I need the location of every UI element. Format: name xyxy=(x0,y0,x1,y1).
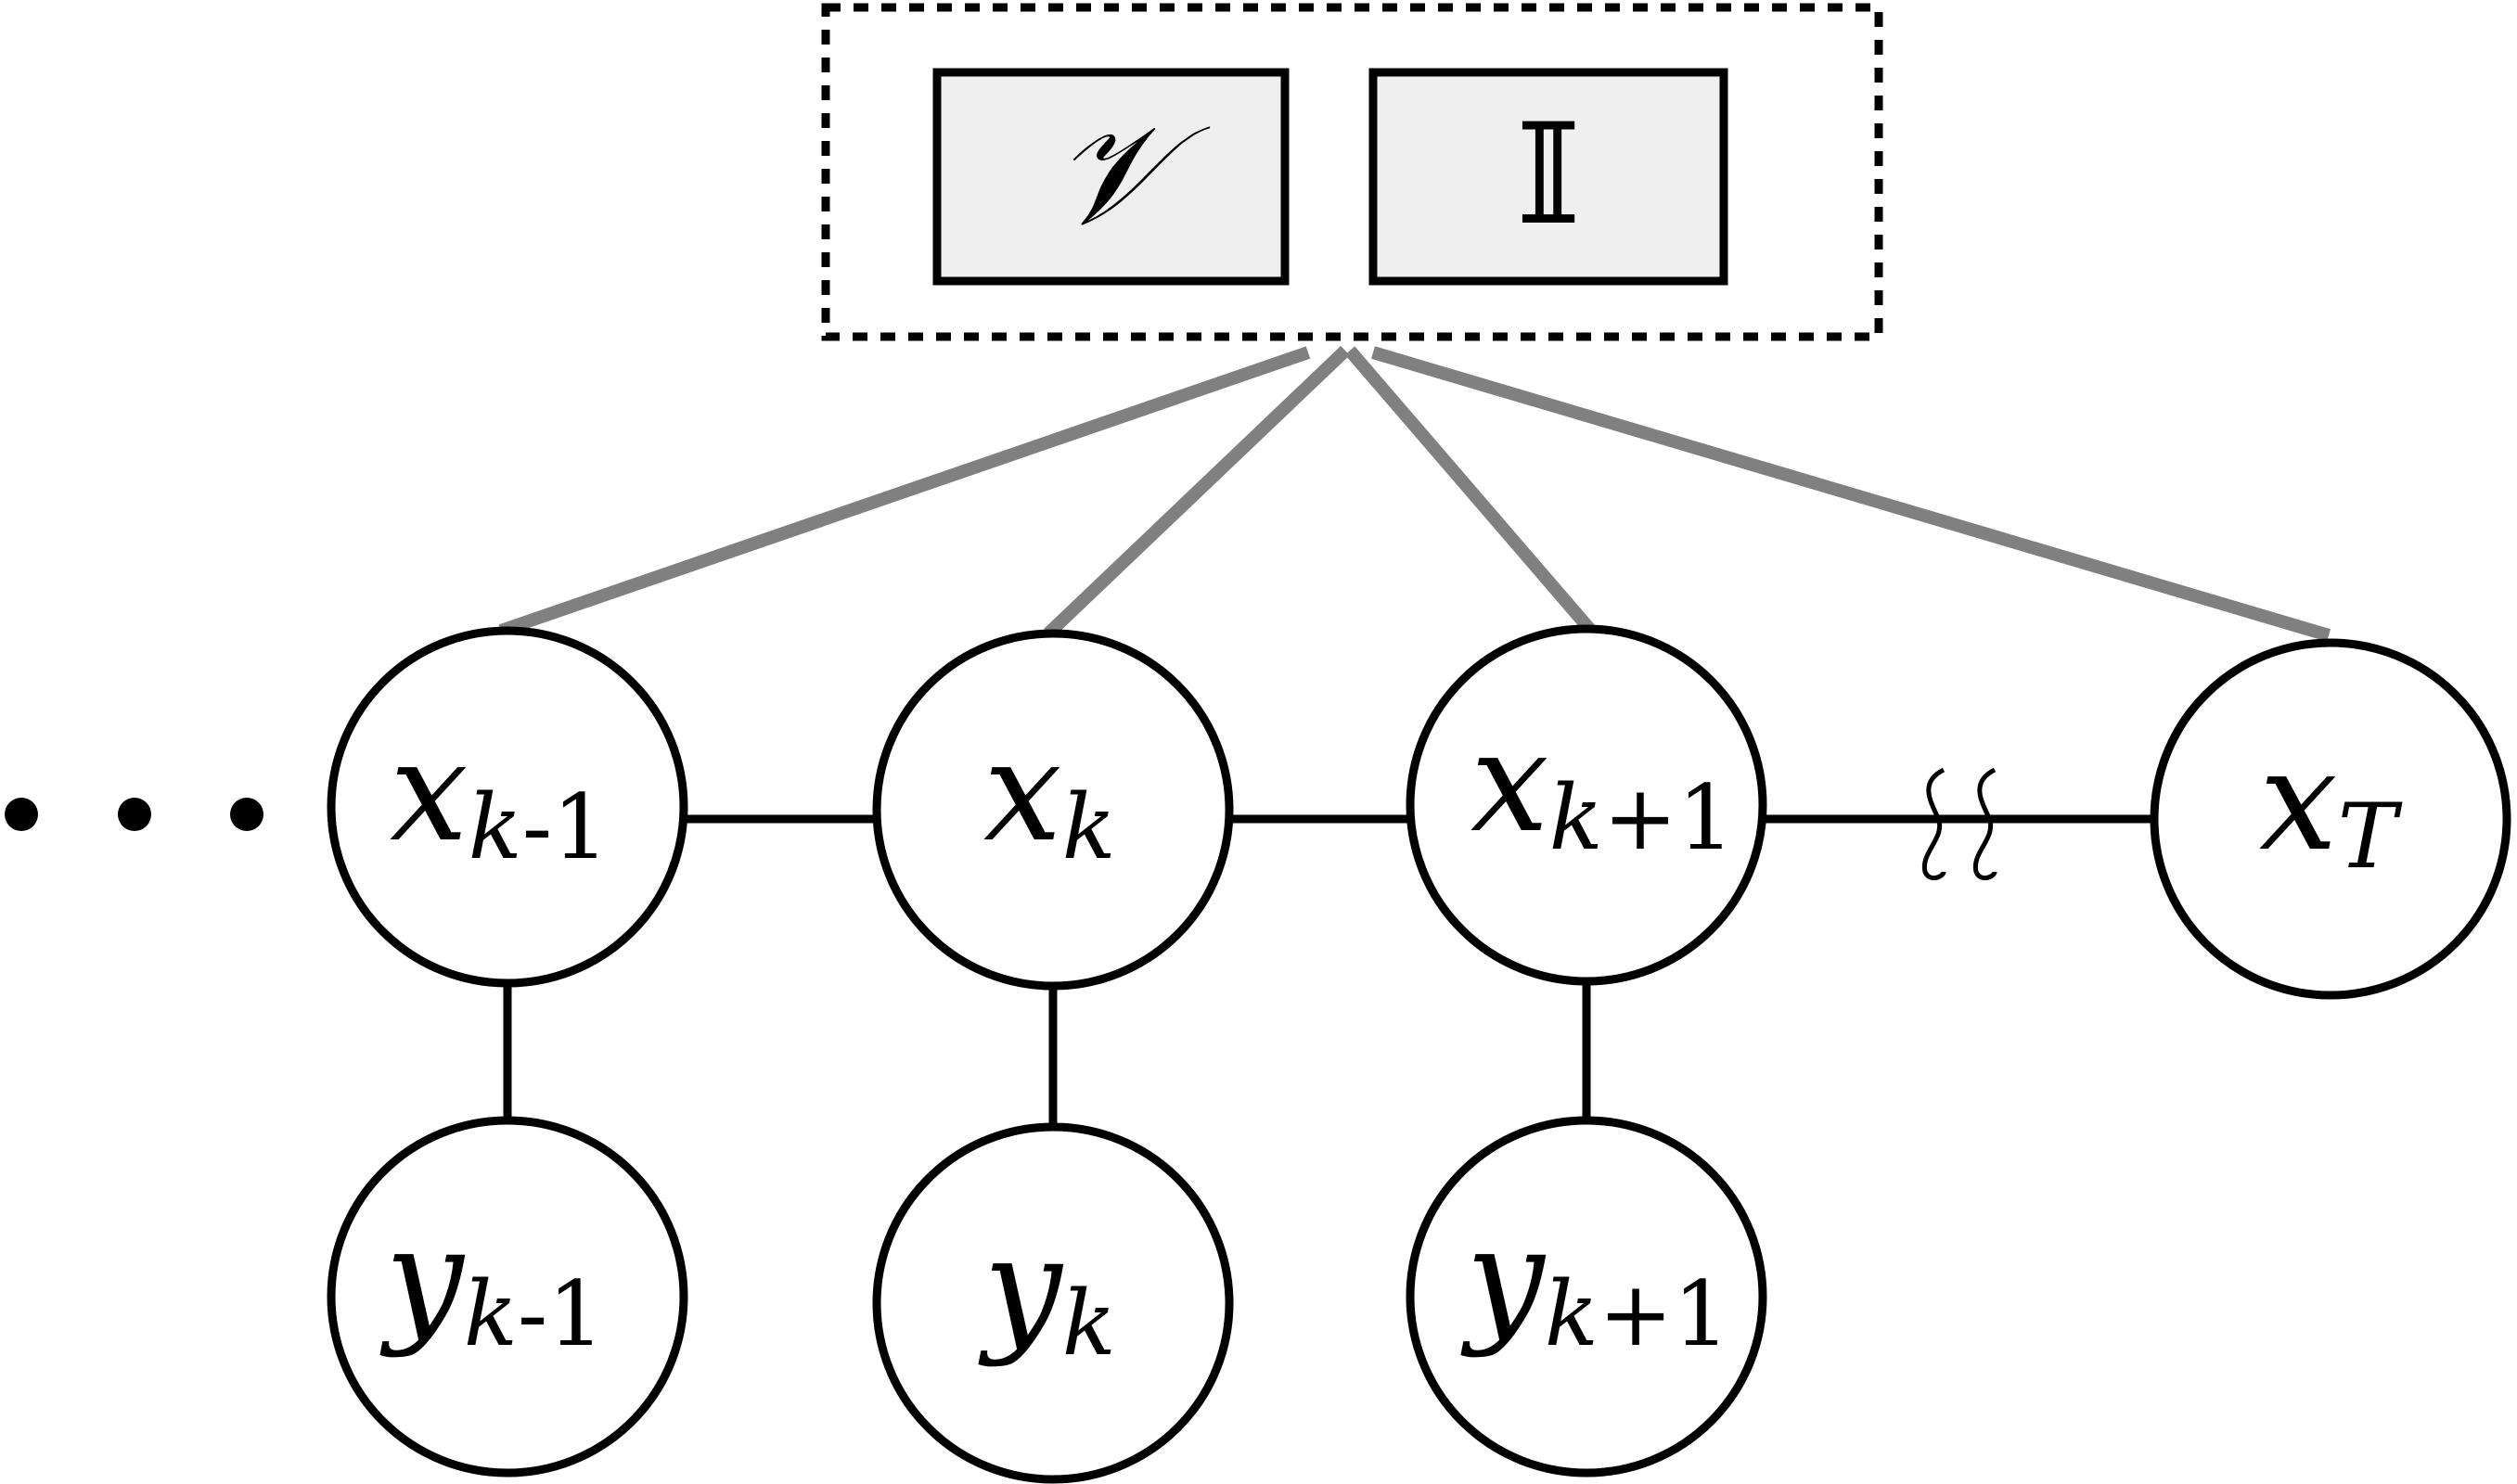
label-main: x xyxy=(390,711,469,873)
factor-i-label: 𝕀 xyxy=(1516,95,1581,256)
hidden-node-circle xyxy=(1406,624,1767,986)
label-sub-var: k xyxy=(1062,775,1116,879)
chain-break-mark xyxy=(1921,767,1997,881)
observed-node-circle xyxy=(872,1122,1234,1484)
label-main: y xyxy=(379,1198,466,1360)
factor-link-x-k xyxy=(1044,345,1350,639)
observed-node-y-k-plus-1: yk+1 xyxy=(1406,1116,1767,1478)
observed-node-y-k: yk xyxy=(872,1122,1234,1484)
hidden-node-label: xT xyxy=(2259,721,2403,889)
hidden-node-label: xk xyxy=(983,711,1116,879)
hidden-node-circle xyxy=(327,626,688,988)
observed-node-label: yk xyxy=(978,1208,1116,1375)
factor-group-box xyxy=(821,3,1883,341)
hidden-node-x-k-plus-1: xk+1 xyxy=(1406,624,1767,986)
label-sub-var: k xyxy=(1062,1272,1116,1375)
label-sub-var: k xyxy=(469,775,522,879)
label-sub-rest: -1 xyxy=(522,775,610,879)
factor-link-x-T xyxy=(1371,346,2331,642)
observed-node-y-k-minus-1: yk-1 xyxy=(327,1116,688,1478)
label-sub-var: k xyxy=(464,1262,518,1366)
emission-edges xyxy=(503,979,1591,1127)
hidden-node-circle xyxy=(872,629,1234,991)
hidden-node-x-k: xk xyxy=(872,629,1234,991)
break-mark-left xyxy=(1921,767,1946,881)
factor-link-x-k-plus-1 xyxy=(1344,346,1597,635)
ellipsis-dot-2 xyxy=(118,798,151,831)
hidden-node-label: xk+1 xyxy=(1470,702,1734,870)
break-mark-right xyxy=(1972,767,1997,881)
label-sub-var: T xyxy=(2338,785,2403,889)
label-sub-var: k xyxy=(1549,766,1603,870)
label-main: y xyxy=(1460,1198,1547,1360)
ellipsis-dot-3 xyxy=(230,798,263,831)
ellipsis-dot-1 xyxy=(5,798,38,831)
observed-node-label: yk+1 xyxy=(1460,1198,1729,1366)
hidden-node-x-k-minus-1: xk-1 xyxy=(327,626,688,988)
hidden-node-label: xk-1 xyxy=(390,711,609,879)
ellipsis xyxy=(5,798,263,831)
factor-links xyxy=(498,345,2331,642)
label-main: y xyxy=(978,1208,1064,1369)
observed-node-label: yk-1 xyxy=(379,1198,604,1366)
observed-node-circle xyxy=(327,1116,688,1478)
label-sub-rest: +1 xyxy=(1599,1262,1730,1366)
label-main: x xyxy=(983,711,1062,873)
factor-link-x-k-minus-1 xyxy=(498,346,1311,637)
factor-v: 𝒱 xyxy=(932,68,1290,286)
hidden-node-circle xyxy=(2150,638,2511,1000)
factor-i: 𝕀 xyxy=(1368,68,1728,286)
observed-node-circle xyxy=(1406,1116,1767,1478)
label-sub-var: k xyxy=(1545,1262,1599,1366)
hidden-node-x-T: xT xyxy=(2150,638,2511,1000)
label-main: x xyxy=(2259,721,2338,882)
label-sub-rest: +1 xyxy=(1603,766,1735,870)
factor-v-box xyxy=(932,68,1290,286)
factor-i-box xyxy=(1368,68,1728,286)
label-sub-rest: -1 xyxy=(518,1262,605,1366)
label-main: x xyxy=(1470,702,1549,864)
